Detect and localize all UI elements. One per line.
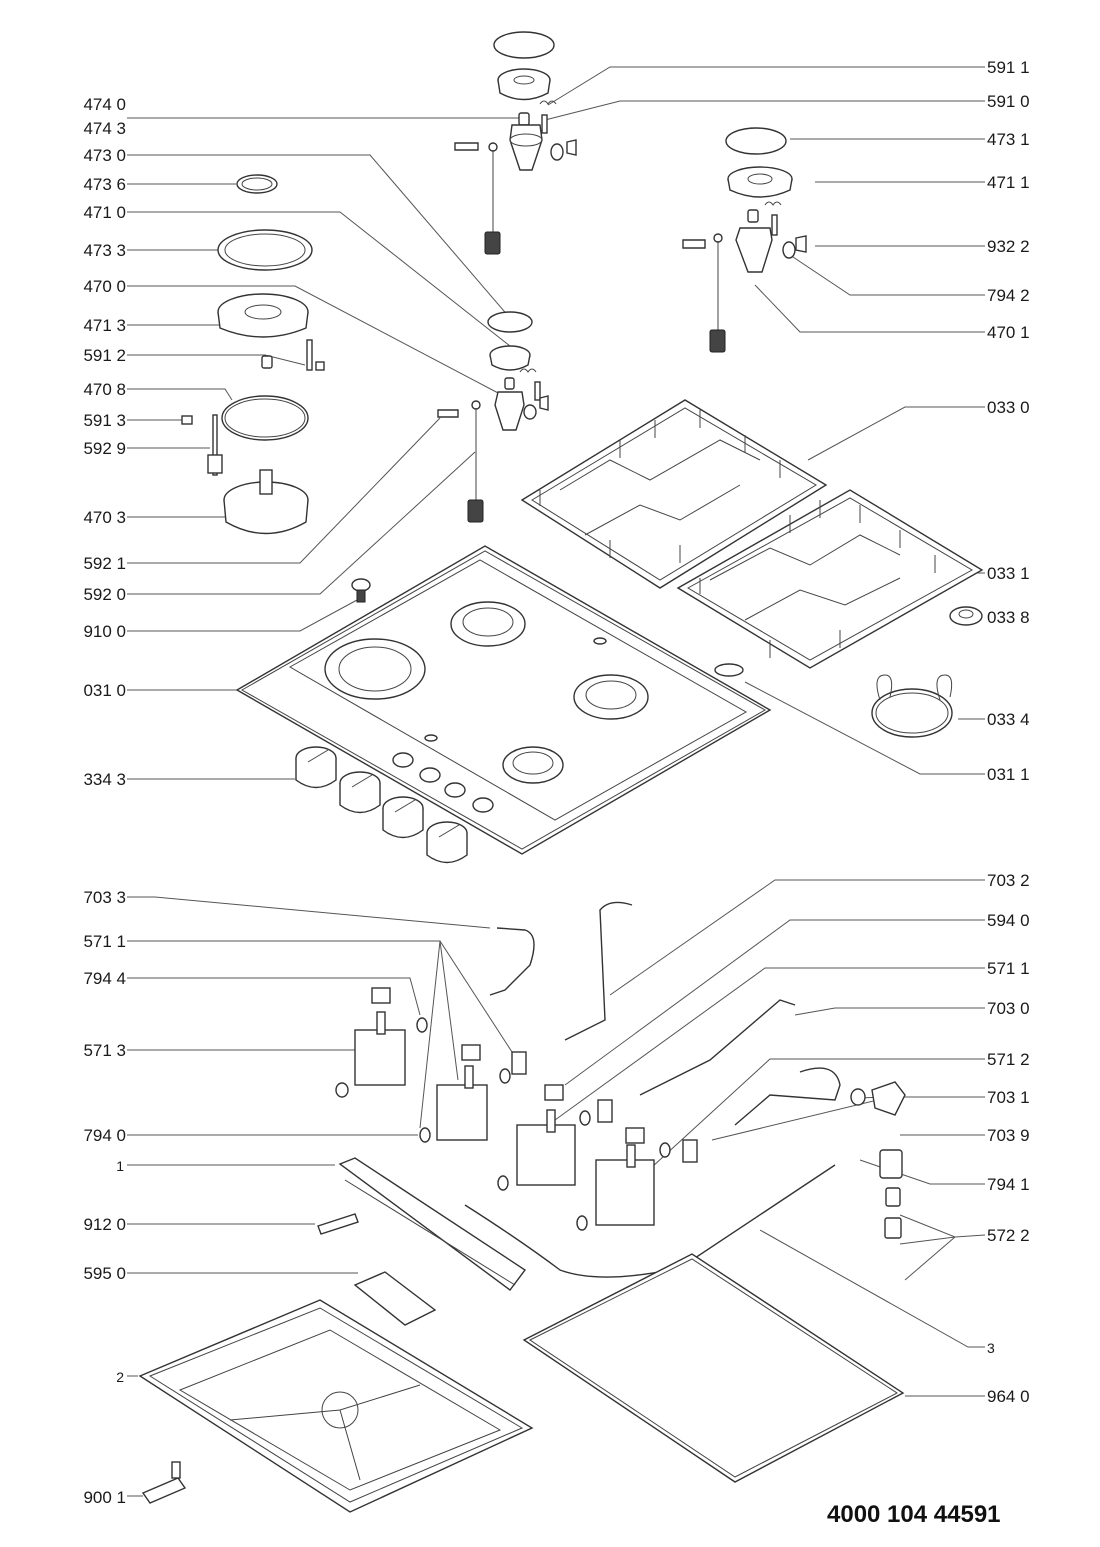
label-334-3: 334 3 — [83, 770, 126, 789]
burner-assembly-left — [181, 174, 325, 535]
label-591-2: 591 2 — [83, 346, 126, 365]
pan-support-left — [520, 399, 828, 589]
knobs-334-3 — [295, 746, 468, 864]
label-473-3: 473 3 — [83, 241, 126, 260]
catalog-number: 4000 104 44591 — [827, 1501, 1001, 1528]
label-471-0: 471 0 — [83, 203, 126, 222]
label-033-8: 033 8 — [987, 608, 1030, 627]
label-964-0: 964 0 — [987, 1387, 1030, 1406]
label-033-1: 033 1 — [987, 564, 1030, 583]
label-031-1: 031 1 — [987, 765, 1030, 784]
part-labels-right: 591 1 591 0 473 1 471 1 932 2 794 2 470 … — [987, 58, 1030, 1406]
seal-964-0 — [522, 1253, 905, 1483]
label-910-0: 910 0 — [83, 622, 126, 641]
label-592-0: 592 0 — [83, 585, 126, 604]
label-031-0: 031 0 — [83, 681, 126, 700]
label-794-1: 794 1 — [987, 1175, 1030, 1194]
label-572-2: 572 2 — [987, 1226, 1030, 1245]
wok-ring-033-4 — [871, 674, 953, 738]
screw-910 — [351, 578, 371, 603]
gas-valves — [335, 987, 698, 1231]
label-033-0: 033 0 — [987, 398, 1030, 417]
label-470-3: 470 3 — [83, 508, 126, 527]
label-703-9: 703 9 — [987, 1126, 1030, 1145]
label-591-0: 591 0 — [987, 92, 1030, 111]
hob-top-031-0 — [235, 545, 772, 855]
base-tray — [138, 1299, 534, 1513]
label-1: 1 — [116, 1158, 124, 1174]
label-594-0: 594 0 — [987, 911, 1030, 930]
pan-support-right — [676, 489, 984, 669]
label-595-0: 595 0 — [83, 1264, 126, 1283]
label-473-6: 473 6 — [83, 175, 126, 194]
label-703-3: 703 3 — [83, 888, 126, 907]
label-471-1: 471 1 — [987, 173, 1030, 192]
bracket-and-screws — [317, 1157, 527, 1326]
label-571-2: 571 2 — [987, 1050, 1030, 1069]
label-571-3: 571 3 — [83, 1041, 126, 1060]
part-labels-left: 474 0 474 3 473 0 473 6 471 0 473 3 470 … — [83, 95, 126, 1507]
label-571-1-left: 571 1 — [83, 932, 126, 951]
burner-assembly-middle — [437, 311, 549, 523]
gas-inlet-fittings — [850, 1081, 906, 1239]
label-471-3: 471 3 — [83, 316, 126, 335]
label-470-1: 470 1 — [987, 323, 1030, 342]
label-571-1-right: 571 1 — [987, 959, 1030, 978]
label-591-3: 591 3 — [83, 411, 126, 430]
part-033-8 — [949, 606, 983, 626]
label-591-1: 591 1 — [987, 58, 1030, 77]
label-703-1: 703 1 — [987, 1088, 1030, 1107]
label-3: 3 — [987, 1340, 995, 1356]
label-703-0: 703 0 — [987, 999, 1030, 1018]
label-474-3: 474 3 — [83, 119, 126, 138]
label-703-2: 703 2 — [987, 871, 1030, 890]
label-592-9: 592 9 — [83, 439, 126, 458]
leader-lines-right — [544, 66, 986, 1397]
clip-900-1 — [141, 1461, 187, 1504]
label-473-0: 473 0 — [83, 146, 126, 165]
label-900-1: 900 1 — [83, 1488, 126, 1507]
leader-lines-left — [127, 117, 522, 1497]
label-473-1: 473 1 — [987, 130, 1030, 149]
label-474-0: 474 0 — [83, 95, 126, 114]
label-470-0: 470 0 — [83, 277, 126, 296]
label-912-0: 912 0 — [83, 1215, 126, 1234]
label-592-1: 592 1 — [83, 554, 126, 573]
label-794-0: 794 0 — [83, 1126, 126, 1145]
label-932-2: 932 2 — [987, 237, 1030, 256]
label-794-4: 794 4 — [83, 969, 126, 988]
burner-assembly-top — [454, 31, 577, 255]
label-2: 2 — [116, 1369, 124, 1385]
label-470-8: 470 8 — [83, 380, 126, 399]
label-794-2: 794 2 — [987, 286, 1030, 305]
label-033-4: 033 4 — [987, 710, 1030, 729]
burner-assembly-right — [682, 127, 807, 353]
